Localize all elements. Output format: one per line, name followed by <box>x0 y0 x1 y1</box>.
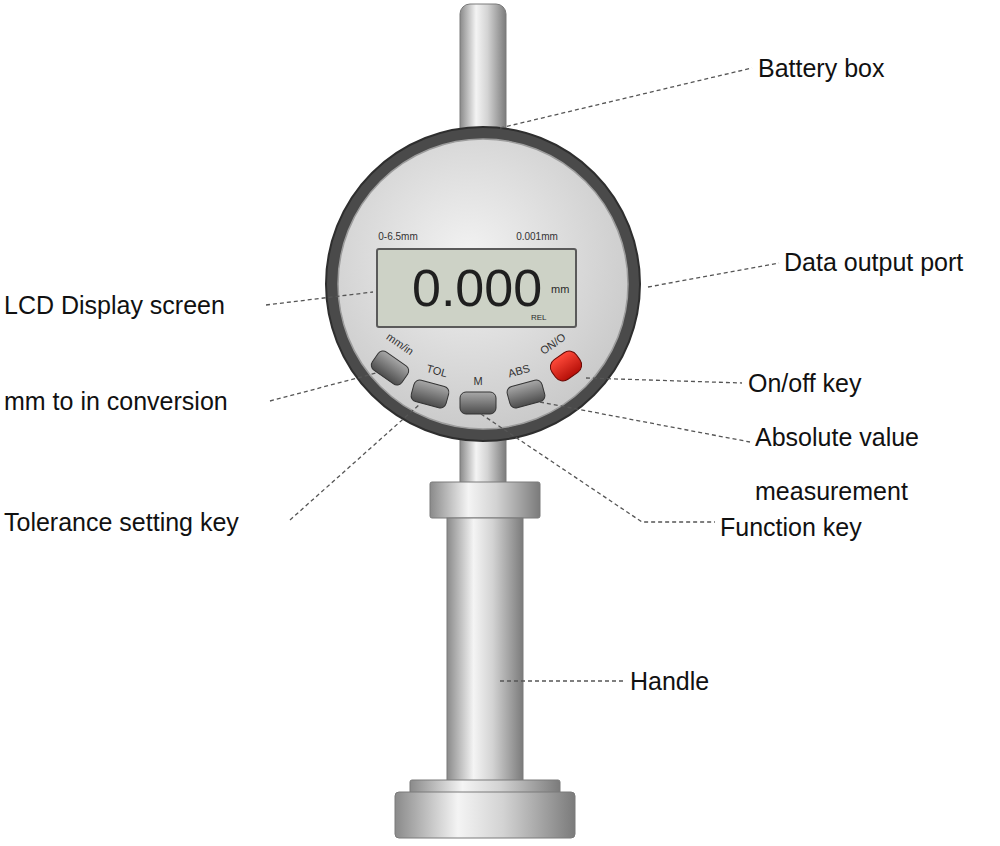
leader-line <box>586 378 742 383</box>
lcd-screen: 0.000 mmREL <box>376 248 577 328</box>
power-button <box>547 348 585 385</box>
tol-button <box>410 379 450 410</box>
leader-line <box>270 372 380 401</box>
part-label: Data output port <box>784 248 963 277</box>
leader-line <box>500 68 752 128</box>
resolution-label: 0.001mm <box>516 231 558 243</box>
m-button <box>460 392 496 414</box>
part-label: Handle <box>630 667 709 696</box>
lcd-reading: 0.000 <box>412 262 542 314</box>
part-label: On/off key <box>748 369 862 398</box>
part-label: Function key <box>720 513 862 542</box>
leader-line <box>648 263 779 287</box>
part-label: LCD Display screen <box>4 291 225 320</box>
lcd-unit: mm <box>551 284 569 295</box>
dial-face <box>338 139 628 429</box>
dial-bezel <box>326 127 640 441</box>
leader-line <box>290 404 420 520</box>
range-label: 0-6.5mm <box>378 231 417 243</box>
leader-line <box>481 414 715 522</box>
leader-line <box>540 402 750 442</box>
part-label: Tolerance setting key <box>4 508 239 537</box>
key-label: M <box>473 375 482 388</box>
leader-line <box>266 292 373 305</box>
collar <box>430 482 540 518</box>
part-label: Absolute value measurement <box>755 410 965 518</box>
base-disc <box>395 792 575 838</box>
part-label: Battery box <box>758 54 884 83</box>
handle-body <box>447 518 523 782</box>
abs-button <box>506 379 546 410</box>
lcd-mode: REL <box>531 314 547 322</box>
leader-line <box>500 680 624 681</box>
leader-lines <box>266 68 779 681</box>
part-label: mm to in conversion <box>4 387 228 416</box>
